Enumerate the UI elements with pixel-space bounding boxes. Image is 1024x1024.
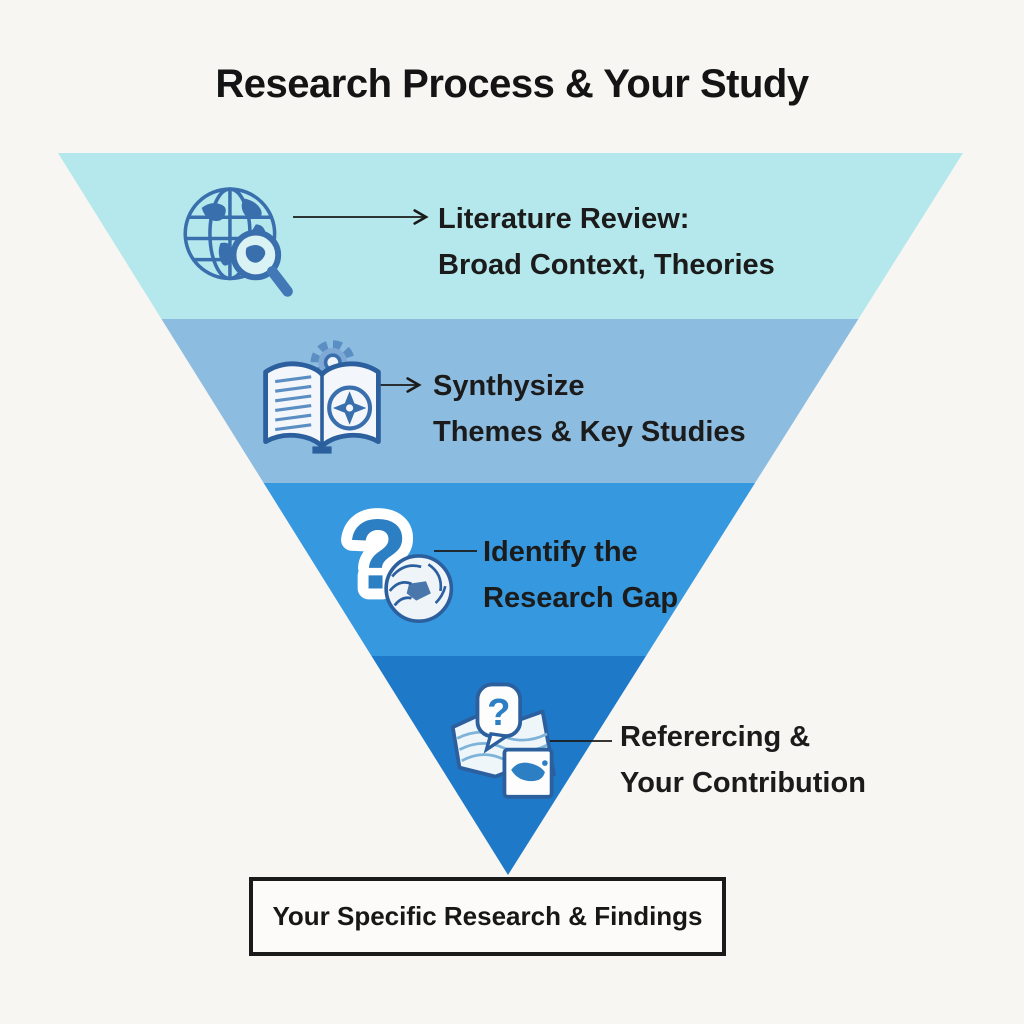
globe-magnifier-icon [183,187,293,297]
tier-2-line-2: Themes & Key Studies [433,416,746,448]
tier-3-label: Identify the Research Gap [483,529,678,621]
tier-2-label: Synthysize Themes & Key Studies [433,363,746,455]
tier-4-line-2: Your Contribution [620,767,866,799]
tier-3-line-1: Identify the [483,536,638,568]
compass-shape [327,385,373,431]
question-mark-map-icon: ? ? [337,504,454,623]
svg-text:?: ? [487,691,510,734]
tier-3-line-2: Research Gap [483,582,679,614]
book-gear-compass-icon [263,340,381,454]
map-circle-shape [384,554,454,623]
footer-label: Your Specific Research & Findings [272,901,703,931]
tier-1-label: Literature Review: Broad Context, Theori… [438,196,775,288]
footer-box: Your Specific Research & Findings [249,877,726,956]
tier-2-line-1: Synthysize [433,370,585,402]
tier-4-label: Referercing & Your Contribution [620,714,866,806]
page-title: Research Process & Your Study [215,62,809,106]
tier-1-line-2: Broad Context, Theories [438,249,775,281]
map-question-pin-icon: ? [450,682,556,799]
question-bubble-shape: ? [475,682,523,754]
tier-4-line-1: Referercing & [620,721,811,753]
land-square-shape [502,747,554,799]
tier-1-line-1: Literature Review: [438,203,690,235]
